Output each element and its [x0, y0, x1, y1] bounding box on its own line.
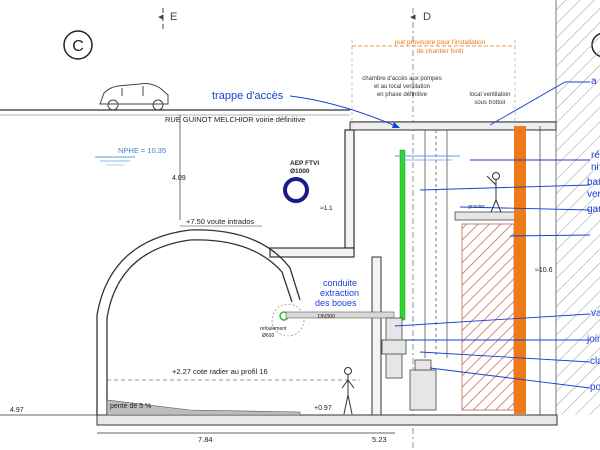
puit-provisoire-label: puit provisoire pour l'installation de c…: [351, 39, 516, 125]
svg-text:et au local ventilation: et au local ventilation: [374, 84, 430, 90]
svg-text:refoulement: refoulement: [260, 326, 287, 332]
svg-text:E: E: [170, 11, 177, 23]
svg-text:trappe d'accès: trappe d'accès: [212, 90, 284, 102]
svg-text:AEP FTVI: AEP FTVI: [290, 160, 319, 167]
svg-text:sous trottoir: sous trottoir: [474, 100, 505, 106]
svg-text:≈10.6: ≈10.6: [535, 267, 553, 274]
svg-text:va: va: [591, 308, 600, 319]
svg-text:Ø600: Ø600: [262, 333, 274, 339]
chambre-acces-label: chambre d'accès aux pompes et au local v…: [362, 76, 442, 98]
car-icon: [99, 83, 169, 111]
pump-assembly: [381, 317, 437, 411]
worker-figure-bottom: [341, 367, 355, 415]
dimension-409: 4.09: [172, 115, 186, 220]
orange-column: [514, 126, 526, 414]
nphe-marker: NPHE = 10.35: [95, 146, 166, 166]
sludge-extraction-pipe: DN300: [285, 149, 406, 321]
svg-text:◂: ◂: [158, 11, 164, 23]
right-callouts: a ré ni bar ver gar va join cla por: [586, 76, 600, 393]
section-marker-c: C: [63, 30, 93, 60]
bottom-dimensions: 7.84 5.23 4.97: [0, 407, 395, 444]
svg-text:des boues: des boues: [315, 298, 357, 308]
svg-text:ré: ré: [591, 150, 600, 161]
svg-text:conduite: conduite: [323, 278, 357, 288]
svg-text:join: join: [586, 334, 600, 345]
svg-text:en phase définitive: en phase définitive: [377, 92, 428, 98]
worker-figure-top: [486, 172, 502, 213]
svg-text:◂: ◂: [410, 11, 416, 23]
svg-text:+2.27 cote radier au profil 16: +2.27 cote radier au profil 16: [172, 367, 268, 376]
voute-label: +7.50 voute intrados: [180, 217, 262, 227]
svg-text:4.09: 4.09: [172, 175, 186, 182]
svg-text:ni: ni: [591, 162, 599, 173]
svg-text:gar: gar: [587, 204, 600, 215]
road-label: RUE GUINOT MELCHIOR voirie définitive: [165, 115, 305, 124]
svg-text:de chantier forêt: de chantier forêt: [417, 48, 464, 55]
chamber-floor: [96, 414, 558, 426]
tunnel-arch: [96, 229, 301, 415]
svg-text:Ø1000: Ø1000: [290, 168, 310, 175]
dim-097: +0.97: [314, 405, 332, 412]
svg-text:C: C: [72, 38, 84, 55]
aep-pipe: AEP FTVI Ø1000 ≈1.1: [283, 160, 333, 212]
shaft-water: [395, 155, 460, 161]
svg-text:+7.50 voute intrados: +7.50 voute intrados: [186, 217, 254, 226]
conduite-label: conduite extraction des boues: [315, 278, 359, 308]
svg-text:pente de 5 %: pente de 5 %: [110, 403, 151, 410]
adjacent-building-wall: [556, 0, 600, 415]
cote-radier: +2.27 cote radier au profil 16: [107, 367, 360, 381]
backfill-block: [461, 223, 515, 411]
svg-text:extraction: extraction: [320, 288, 359, 298]
svg-text:D: D: [423, 11, 431, 23]
access-ladder: [424, 130, 448, 358]
top-slab: [349, 121, 557, 131]
slope-pente: pente de 5 %: [106, 399, 301, 416]
svg-text:5.23: 5.23: [372, 435, 387, 444]
svg-text:≈1.1: ≈1.1: [320, 205, 333, 212]
svg-text:DN300: DN300: [318, 314, 335, 320]
svg-text:7.84: 7.84: [198, 435, 213, 444]
svg-text:puit provisoire pour l'install: puit provisoire pour l'installation: [395, 39, 486, 46]
svg-text:bar: bar: [587, 177, 600, 188]
svg-text:cla: cla: [590, 356, 600, 367]
refoulement-pipe: refoulement Ø600: [260, 303, 305, 339]
dimension-106: ≈10.6: [535, 126, 553, 415]
svg-text:ver: ver: [587, 189, 600, 200]
chamber-walls: [269, 129, 355, 258]
callout-leaders: [394, 81, 591, 389]
svg-text:a: a: [591, 76, 597, 87]
section-cut-e: ◂ E: [158, 8, 177, 30]
trappe-acces-label: trappe d'accès: [212, 90, 400, 128]
svg-text:4.97: 4.97: [10, 407, 24, 414]
grating-platform: [454, 211, 516, 221]
svg-text:NPHE = 10.35: NPHE = 10.35: [118, 146, 166, 155]
svg-text:por: por: [590, 382, 600, 393]
chamber-inner-wall: [371, 256, 382, 416]
svg-text:chambre d'accès aux pompes: chambre d'accès aux pompes: [362, 76, 442, 82]
local-ventilation-label: local ventilation sous trottoir: [469, 92, 510, 106]
svg-text:local ventilation: local ventilation: [469, 92, 510, 98]
